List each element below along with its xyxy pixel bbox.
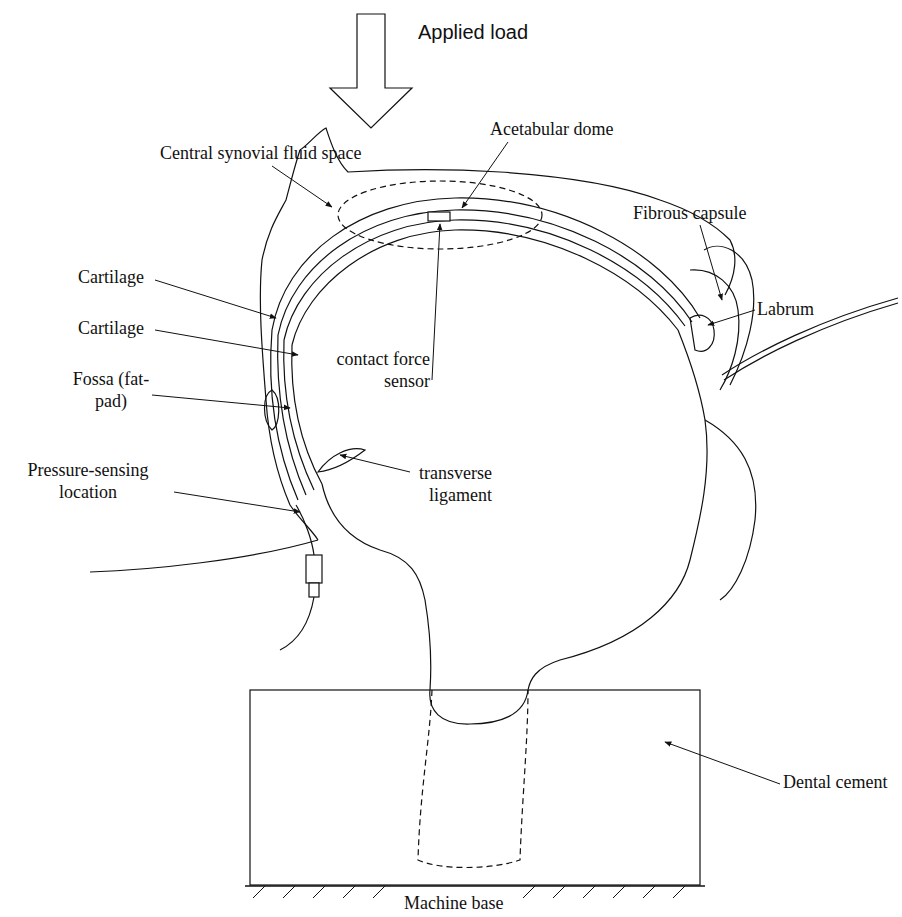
sensor-label: contact force sensor	[312, 349, 430, 392]
part-label: Central synovial fluid space	[160, 143, 361, 165]
sensor-label: Pressure-sensing location	[2, 460, 174, 503]
base-label: Machine base	[404, 893, 503, 915]
material-label: Dental cement	[783, 772, 887, 794]
part-label: Cartilage	[78, 267, 144, 289]
part-label: transverse ligament	[408, 463, 492, 506]
part-label: Labrum	[757, 299, 814, 321]
part-label: Acetabular dome	[490, 119, 613, 141]
part-label: Cartilage	[78, 318, 144, 340]
load-label: Applied load	[418, 20, 528, 44]
part-label: Fibrous capsule	[633, 203, 746, 225]
part-label: Fossa (fat-pad)	[66, 369, 156, 412]
